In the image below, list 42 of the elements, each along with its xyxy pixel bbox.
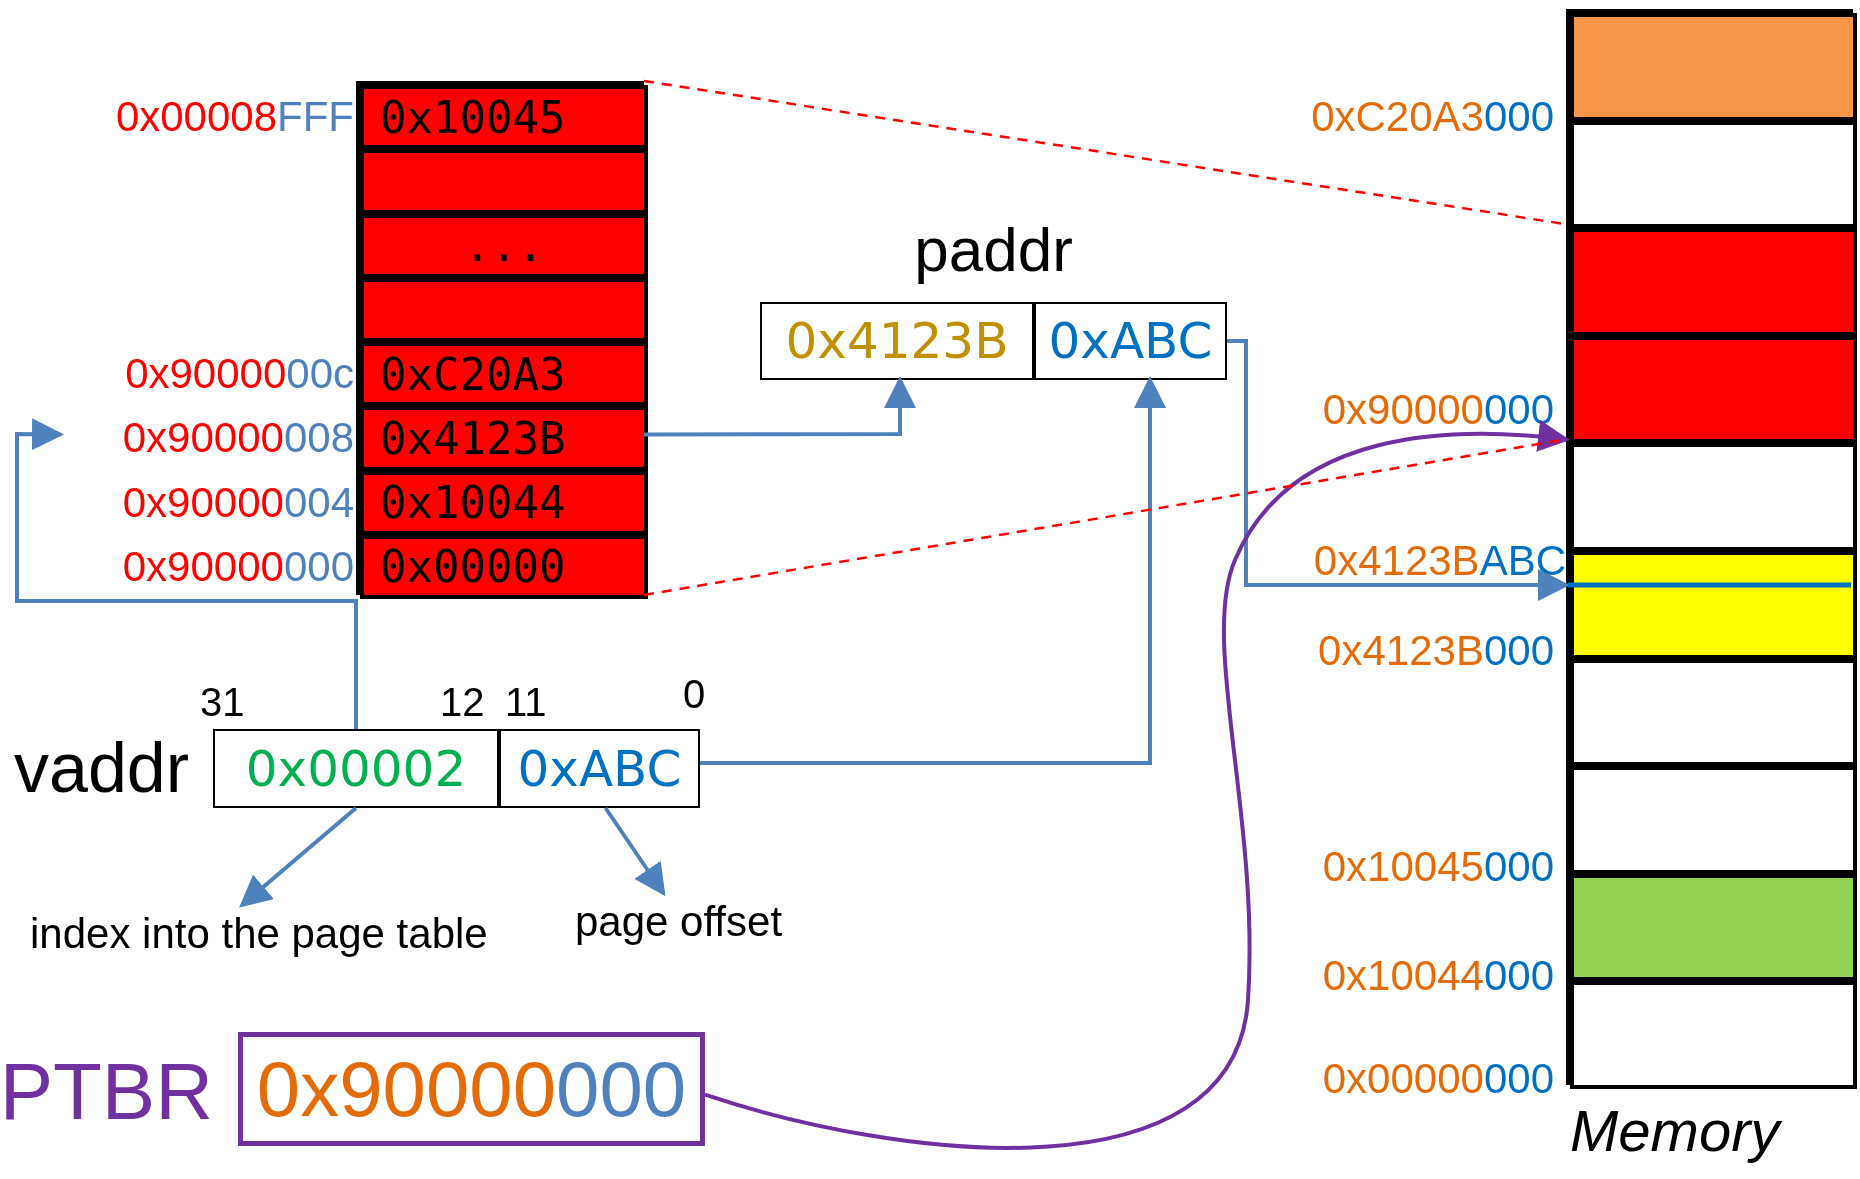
- memory-page: [1570, 658, 1857, 767]
- address-label: 0x4123B000: [1317, 628, 1554, 674]
- memory-page: [1570, 873, 1857, 982]
- page-table-entry: ...: [360, 213, 648, 278]
- arrow: [700, 376, 1166, 765]
- arrow: [239, 806, 358, 908]
- page-table-entry: 0x4123B: [360, 406, 648, 471]
- memory-page: [1570, 335, 1857, 444]
- memory-caption: Memory: [1570, 1101, 1780, 1161]
- memory-page: [1570, 120, 1857, 229]
- register-label: PTBR: [0, 1047, 213, 1137]
- bit-number: 31: [200, 680, 246, 724]
- address-label: 0x10045000: [1321, 844, 1554, 890]
- register-label: paddr: [913, 215, 1074, 285]
- bit-number: 0: [683, 672, 707, 716]
- register-label: vaddr: [14, 729, 190, 808]
- page-table-entry: 0x00000: [360, 534, 648, 599]
- address-label: 0xC20A3000: [1310, 94, 1554, 140]
- page-table-entry: 0x10044: [360, 470, 648, 535]
- bit-field: 0x00002: [213, 729, 499, 808]
- arrow: [704, 420, 1570, 1150]
- page-table-entry: 0x10045: [360, 85, 648, 150]
- arrow: [644, 376, 916, 437]
- bit-field: 0xABC: [1034, 302, 1227, 380]
- page-table-entry: 0xC20A3: [360, 342, 648, 407]
- address-label: 0x10044000: [1321, 953, 1554, 999]
- annotation-text: index into the page table: [30, 905, 550, 963]
- bit-number: 11: [505, 680, 548, 724]
- address-label: 0x9000000c: [124, 350, 354, 399]
- address-label: 0x00000000: [1321, 1056, 1554, 1102]
- address-label: 0x90000008: [121, 414, 354, 463]
- arrow: [1227, 339, 1570, 601]
- address-label: 0x4123BABC: [1312, 538, 1566, 584]
- address-label: 0x90000000: [121, 542, 354, 591]
- address-label: 0x00008FFF: [114, 93, 354, 142]
- bit-field: 0xABC: [499, 729, 700, 808]
- arrow: [15, 418, 358, 729]
- address-label: 0x90000000: [1321, 387, 1554, 433]
- address-label: 0x90000004: [121, 478, 354, 527]
- bit-field: 0x4123B: [760, 302, 1034, 380]
- arrow: [603, 806, 666, 897]
- annotation-text: page offset: [575, 893, 820, 951]
